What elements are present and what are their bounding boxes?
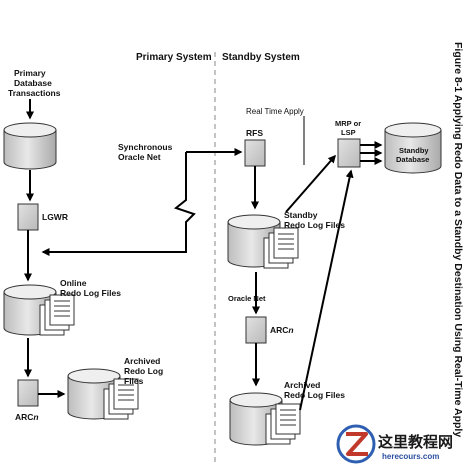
standby-redo-label-2: Redo Log Files — [284, 220, 345, 230]
sync-link-to-lgwr — [41, 152, 196, 256]
standby-redo-label-1: Standby — [284, 210, 318, 220]
primary-tx-label-1: Primary — [14, 68, 46, 78]
rfs-label: RFS — [246, 128, 263, 138]
watermark-logo-z — [346, 432, 368, 456]
primary-tx-label-2: Database — [14, 78, 52, 88]
arcn-standby-label-n: n — [288, 325, 293, 335]
archived-redo-standby-icon — [229, 392, 301, 446]
figure-caption: Figure 8-1 Applying Redo Data to a Stand… — [452, 42, 464, 437]
arcn-primary-label-text: ARC — [15, 412, 33, 422]
lgwr-label: LGWR — [42, 212, 68, 222]
arcn-primary-label-n: n — [33, 412, 38, 422]
standby-database-icon — [384, 122, 442, 174]
lgwr-process-box — [17, 203, 39, 231]
arrow-archived-standby-to-mrp — [299, 169, 354, 411]
archived-primary-label-2: Redo Log — [124, 366, 163, 376]
arcn-standby-label: ARCn — [270, 325, 294, 335]
archived-standby-label-2: Redo Log Files — [284, 390, 345, 400]
watermark-site: herecours.com — [382, 452, 439, 461]
watermark-title: 这里教程网 — [378, 433, 453, 451]
online-label-1: Online — [60, 278, 87, 288]
mrp-label-2: LSP — [341, 128, 356, 137]
archived-standby-label-1: Archived — [284, 380, 320, 390]
real-time-apply-label: Real Time Apply — [246, 107, 304, 116]
mrp-label-1: MRP or — [335, 119, 361, 128]
watermark: 这里教程网 herecours.com — [336, 424, 453, 464]
archived-primary-label-3: Files — [124, 376, 144, 386]
online-redo-log-icon — [3, 284, 75, 336]
standby-db-label-1: Standby — [399, 146, 429, 155]
primary-tx-label-3: Transactions — [8, 88, 61, 98]
sync-oracle-net-label-2: Oracle Net — [118, 152, 161, 162]
arcn-standby-box — [245, 316, 267, 344]
arcn-primary-label: ARCn — [15, 412, 39, 422]
standby-redo-log-icon — [227, 214, 299, 269]
oracle-net-label: Oracle Net — [228, 294, 266, 303]
standby-system-header: Standby System — [222, 52, 300, 63]
arcn-primary-box — [17, 379, 39, 407]
arrow-standby-redo-to-mrp — [285, 154, 336, 213]
rfs-process-box — [244, 139, 266, 167]
mrp-lsp-process-box — [337, 138, 361, 168]
archived-primary-label-1: Archived — [124, 356, 160, 366]
standby-db-label-2: Database — [396, 155, 429, 164]
archived-redo-primary-icon — [67, 368, 139, 420]
online-label-2: Redo Log Files — [60, 288, 121, 298]
primary-database-icon — [3, 122, 57, 170]
arcn-standby-label-text: ARC — [270, 325, 288, 335]
primary-system-header: Primary System — [136, 52, 212, 63]
sync-oracle-net-label-1: Synchronous — [118, 142, 173, 152]
